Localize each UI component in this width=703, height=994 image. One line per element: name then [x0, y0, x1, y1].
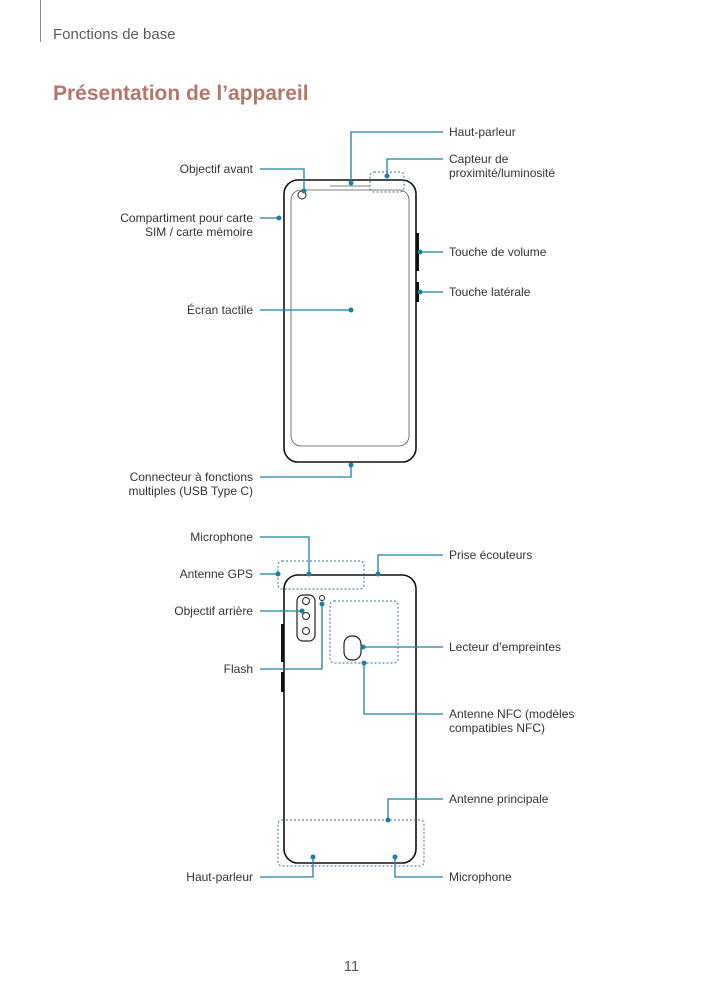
label-connecteur-line1: Connecteur à fonctions: [129, 470, 253, 484]
label-lecteur-empreintes: Lecteur d’empreintes: [449, 640, 562, 654]
label-flash: Flash: [223, 662, 253, 676]
rear-lens-2: [302, 612, 310, 620]
label-connecteur-line2: multiples (USB Type C): [128, 484, 253, 498]
label-antenne-nfc: Antenne NFC (modèles compatibles NFC): [449, 707, 574, 735]
front-screen: [290, 189, 410, 447]
label-antenne-principale: Antenne principale: [449, 792, 549, 806]
rear-lens-1: [302, 597, 310, 605]
main-antenna-zone: [277, 819, 425, 867]
front-leaders: [260, 131, 443, 478]
label-capteur: Capteur de proximité/luminosité: [449, 152, 555, 180]
label-haut-parleur-front: Haut-parleur: [449, 125, 516, 139]
header-rule: [40, 0, 41, 42]
label-compartiment: Compartiment pour carte SIM / carte mémo…: [120, 211, 253, 239]
page-number: 11: [343, 958, 360, 975]
page-title: Présentation de l’appareil: [53, 82, 309, 105]
front-phone: [283, 179, 419, 463]
label-objectif-arriere: Objectif arrière: [174, 604, 253, 618]
label-microphone-top: Microphone: [190, 530, 253, 544]
label-microphone-bottom: Microphone: [449, 870, 512, 884]
label-capteur-line2: proximité/luminosité: [449, 166, 556, 180]
label-prise-ecouteurs: Prise écouteurs: [449, 548, 533, 562]
label-haut-parleur-back: Haut-parleur: [186, 870, 253, 884]
label-touche-laterale: Touche latérale: [449, 285, 531, 299]
fingerprint-sensor: [343, 635, 362, 661]
label-nfc-line2: compatibles NFC): [449, 721, 546, 735]
front-body: [283, 179, 417, 463]
section-header: Fonctions de base: [53, 26, 176, 43]
label-compartiment-line1: Compartiment pour carte: [120, 211, 253, 225]
back-volume-key: [281, 624, 284, 662]
label-nfc-line1: Antenne NFC (modèles: [449, 707, 575, 721]
label-connecteur: Connecteur à fonctions multiples (USB Ty…: [129, 470, 253, 498]
label-compartiment-line2: SIM / carte mémoire: [144, 225, 253, 239]
back-leaders: [260, 536, 443, 878]
back-side-key: [281, 672, 284, 692]
label-objectif-avant: Objectif avant: [179, 162, 253, 176]
label-antenne-gps: Antenne GPS: [179, 567, 253, 581]
label-capteur-line1: Capteur de: [449, 152, 509, 166]
flash-led: [319, 595, 325, 601]
rear-lens-3: [302, 627, 310, 635]
label-touche-volume: Touche de volume: [449, 245, 547, 259]
label-ecran-tactile: Écran tactile: [186, 303, 253, 317]
camera-module: [296, 594, 316, 642]
